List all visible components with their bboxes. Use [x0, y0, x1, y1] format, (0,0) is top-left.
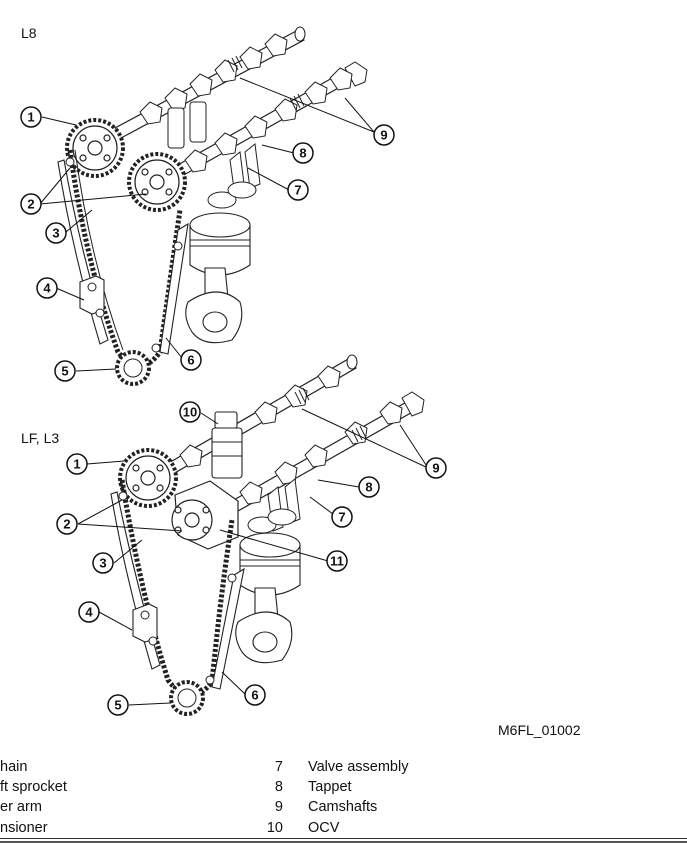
- svg-text:9: 9: [432, 461, 439, 476]
- lf-l3-camshaft-sprocket-1: [118, 448, 178, 508]
- lf-l3-ocv: [211, 411, 243, 479]
- svg-text:5: 5: [114, 698, 121, 713]
- legend-number: 8: [274, 779, 283, 795]
- legend-number: 9: [274, 799, 283, 815]
- callout-3: 3: [92, 552, 114, 574]
- callout-10: 10: [179, 401, 201, 423]
- svg-text:2: 2: [63, 517, 70, 532]
- legend-left-item: nsioner: [0, 820, 48, 836]
- lf-l3-camshaft-intake: [159, 354, 358, 479]
- svg-text:1: 1: [73, 457, 80, 472]
- variant-label-lf-l3: LF, L3: [21, 430, 60, 446]
- figure-id: M6FL_01002: [498, 722, 581, 738]
- callout-5: 5: [107, 694, 129, 716]
- callout-7: 7: [287, 179, 309, 201]
- callout-8: 8: [358, 476, 380, 498]
- svg-text:7: 7: [338, 510, 345, 525]
- lf-l3-crankshaft-sprocket: [169, 680, 205, 716]
- legend-number: 7: [274, 759, 283, 775]
- callout-9: 9: [373, 124, 395, 146]
- callout-7: 7: [331, 506, 353, 528]
- svg-text:7: 7: [294, 183, 301, 198]
- lf-l3-vvt-actuator: [171, 480, 239, 550]
- l8-crankshaft-sprocket: [115, 350, 151, 386]
- lf-l3-valves: [247, 478, 301, 534]
- lf-l3-camshaft-exhaust: [224, 391, 425, 516]
- l8-camshaft-sprocket-1: [65, 118, 125, 178]
- lf-l3-callouts: [77, 408, 429, 706]
- l8-chain-guide: [159, 222, 189, 355]
- l8-callout-markers: 1 2 3 4 5 6 7 8 9: [20, 106, 395, 382]
- callout-5: 5: [54, 360, 76, 382]
- legend-label: Tappet: [308, 779, 352, 795]
- svg-text:4: 4: [43, 281, 51, 296]
- variant-label-l8: L8: [21, 25, 37, 41]
- legend-left-item: hain: [0, 759, 28, 775]
- l8-tensioner: [79, 275, 105, 315]
- l8-valves: [167, 101, 261, 209]
- engine-timing-diagram: 1 2 3 4 5 6 7 8 9: [20, 26, 447, 716]
- legend-label: Camshafts: [308, 799, 378, 815]
- lf-l3-chain-guide: [211, 567, 245, 690]
- callout-3: 3: [45, 222, 67, 244]
- lf-l3-assembly: [110, 354, 425, 716]
- lf-l3-tensioner: [132, 603, 158, 643]
- callout-1: 1: [66, 453, 88, 475]
- callout-11: 11: [326, 550, 348, 572]
- svg-text:8: 8: [365, 480, 372, 495]
- svg-text:4: 4: [85, 605, 93, 620]
- callout-4: 4: [78, 601, 100, 623]
- legend-left-item: er arm: [0, 799, 42, 815]
- bottom-rule: [0, 841, 687, 843]
- l8-camshaft-sprocket-2: [127, 152, 187, 212]
- callout-2: 2: [56, 513, 78, 535]
- legend-left-item: ft sprocket: [0, 779, 67, 795]
- callout-9: 9: [425, 457, 447, 479]
- lf-l3-piston: [235, 532, 301, 664]
- l8-callouts: [39, 77, 375, 372]
- l8-camshaft-intake: [114, 26, 306, 139]
- bottom-rule: [0, 838, 687, 839]
- svg-text:5: 5: [61, 364, 68, 379]
- l8-camshaft-exhaust: [159, 61, 368, 186]
- svg-text:1: 1: [27, 110, 34, 125]
- svg-text:11: 11: [330, 554, 344, 569]
- callout-4: 4: [36, 277, 58, 299]
- callout-6: 6: [244, 684, 266, 706]
- legend-label: OCV: [308, 820, 340, 836]
- svg-text:3: 3: [99, 556, 106, 571]
- svg-text:6: 6: [187, 353, 194, 368]
- svg-text:3: 3: [52, 226, 59, 241]
- callout-8: 8: [292, 142, 314, 164]
- legend-label: Valve assembly: [308, 759, 409, 775]
- l8-piston: [185, 212, 251, 344]
- callout-2: 2: [20, 193, 42, 215]
- svg-text:9: 9: [380, 128, 387, 143]
- svg-text:6: 6: [251, 688, 258, 703]
- callout-1: 1: [20, 106, 42, 128]
- svg-text:10: 10: [183, 405, 197, 420]
- svg-text:2: 2: [27, 197, 34, 212]
- svg-text:8: 8: [299, 146, 306, 161]
- legend-number: 10: [266, 820, 283, 836]
- lf-l3-callout-markers: 1 2 3 4 5 6 7 8 9 10 11: [56, 401, 447, 716]
- l8-assembly: [57, 26, 368, 386]
- callout-6: 6: [180, 349, 202, 371]
